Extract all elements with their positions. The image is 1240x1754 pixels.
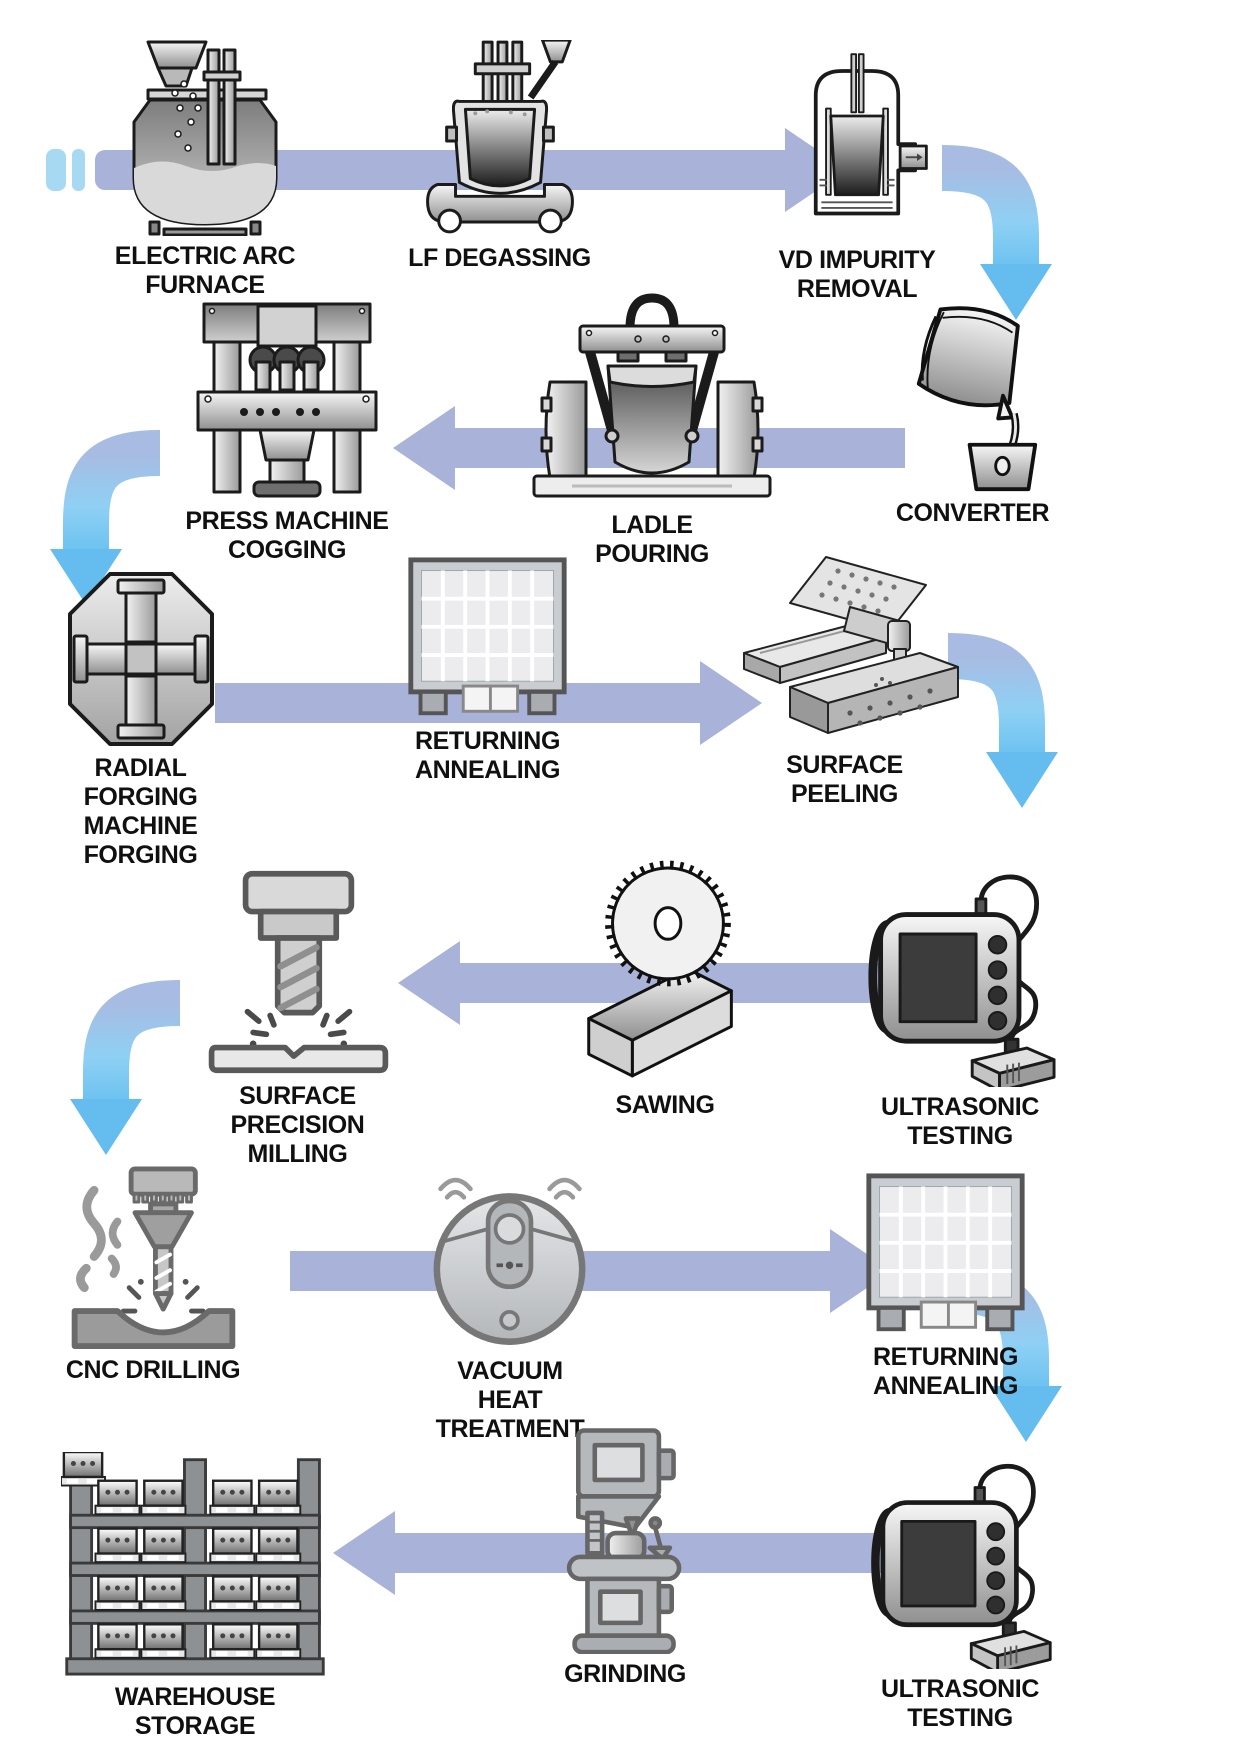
flow-arrow-row2-head bbox=[393, 406, 455, 490]
vd-impurity-removal-icon bbox=[782, 52, 932, 240]
converter-icon bbox=[900, 300, 1045, 493]
step-label-surface-precision-milling: SURFACE PRECISION MILLING bbox=[230, 1082, 365, 1168]
step-returning-annealing-1: RETURNING ANNEALING bbox=[400, 556, 575, 785]
turn-arrow-row4-to-row5 bbox=[68, 975, 180, 1160]
electric-arc-furnace-icon bbox=[120, 36, 290, 236]
flow-arrow-row6-head bbox=[333, 1511, 395, 1595]
step-label-press-machine-cogging: PRESS MACHINE COGGING bbox=[185, 507, 389, 564]
step-label-lf-degassing: LF DEGASSING bbox=[408, 244, 591, 272]
radial-forging-icon bbox=[66, 570, 216, 748]
step-label-ladle-pouring: LADLE POURING bbox=[595, 511, 709, 568]
step-label-grinding: GRINDING bbox=[564, 1660, 686, 1688]
step-label-sawing: SAWING bbox=[615, 1091, 715, 1119]
surface-peeling-icon bbox=[730, 545, 960, 745]
step-press-machine-cogging: PRESS MACHINE COGGING bbox=[178, 296, 396, 565]
returning-annealing-icon bbox=[405, 556, 570, 721]
flow-start-bar-1 bbox=[46, 149, 66, 191]
step-converter: CONVERTER bbox=[880, 300, 1065, 528]
step-label-cnc-drilling: CNC DRILLING bbox=[65, 1356, 241, 1384]
step-label-surface-peeling: SURFACE PEELING bbox=[786, 751, 903, 808]
step-ultrasonic-testing-1: ULTRASONIC TESTING bbox=[860, 858, 1060, 1151]
flow-arrow-row3-head bbox=[700, 661, 762, 745]
step-electric-arc-furnace: ELECTRIC ARC FURNACE bbox=[95, 36, 315, 300]
step-lf-degassing: LF DEGASSING bbox=[392, 40, 607, 273]
step-label-electric-arc-furnace: ELECTRIC ARC FURNACE bbox=[114, 242, 296, 299]
step-returning-annealing-2: RETURNING ANNEALING bbox=[858, 1172, 1033, 1401]
step-surface-peeling: SURFACE PEELING bbox=[722, 545, 967, 809]
surface-precision-milling-icon bbox=[187, 868, 409, 1076]
step-surface-precision-milling: SURFACE PRECISION MILLING bbox=[185, 868, 410, 1169]
lf-degassing-icon bbox=[416, 40, 584, 238]
warehouse-storage-icon bbox=[61, 1452, 329, 1677]
step-ladle-pouring: LADLE POURING bbox=[512, 290, 792, 569]
returning-annealing-icon bbox=[863, 1172, 1028, 1337]
step-label-returning-annealing-2: RETURNING ANNEALING bbox=[872, 1343, 1018, 1400]
ultrasonic-testing-icon bbox=[866, 1448, 1054, 1669]
step-label-returning-annealing-1: RETURNING ANNEALING bbox=[414, 727, 560, 784]
step-radial-forging: RADIAL FORGING MACHINE FORGING bbox=[38, 570, 243, 870]
flow-arrow-row4-head bbox=[398, 941, 460, 1025]
step-sawing: SAWING bbox=[555, 852, 775, 1120]
step-label-vacuum-heat-treatment: VACUUM HEAT TREATMENT bbox=[435, 1357, 585, 1443]
step-label-warehouse-storage: WAREHOUSE STORAGE bbox=[114, 1683, 276, 1740]
step-label-ultrasonic-testing-2: ULTRASONIC TESTING bbox=[880, 1675, 1040, 1732]
sawing-icon bbox=[561, 852, 769, 1085]
step-vacuum-heat-treatment: VACUUM HEAT TREATMENT bbox=[415, 1160, 605, 1444]
step-vd-impurity-removal: VD IMPURITY REMOVAL bbox=[762, 52, 952, 304]
ladle-pouring-icon bbox=[512, 290, 792, 505]
grinding-icon bbox=[547, 1425, 703, 1654]
flow-start-bar-2 bbox=[72, 149, 85, 191]
step-grinding: GRINDING bbox=[545, 1425, 705, 1689]
step-label-radial-forging: RADIAL FORGING MACHINE FORGING bbox=[83, 754, 198, 869]
step-label-converter: CONVERTER bbox=[895, 499, 1050, 527]
step-warehouse-storage: WAREHOUSE STORAGE bbox=[60, 1452, 330, 1741]
step-ultrasonic-testing-2: ULTRASONIC TESTING bbox=[860, 1448, 1060, 1733]
vacuum-heat-treatment-icon bbox=[419, 1160, 601, 1351]
ultrasonic-testing-icon bbox=[863, 858, 1058, 1087]
press-machine-cogging-icon bbox=[182, 296, 392, 501]
turn-arrow-row1-to-row2 bbox=[942, 140, 1054, 325]
step-label-vd-impurity-removal: VD IMPURITY REMOVAL bbox=[778, 246, 936, 303]
step-cnc-drilling: CNC DRILLING bbox=[48, 1165, 258, 1385]
cnc-drilling-icon bbox=[53, 1165, 253, 1350]
step-label-ultrasonic-testing-1: ULTRASONIC TESTING bbox=[880, 1093, 1040, 1150]
